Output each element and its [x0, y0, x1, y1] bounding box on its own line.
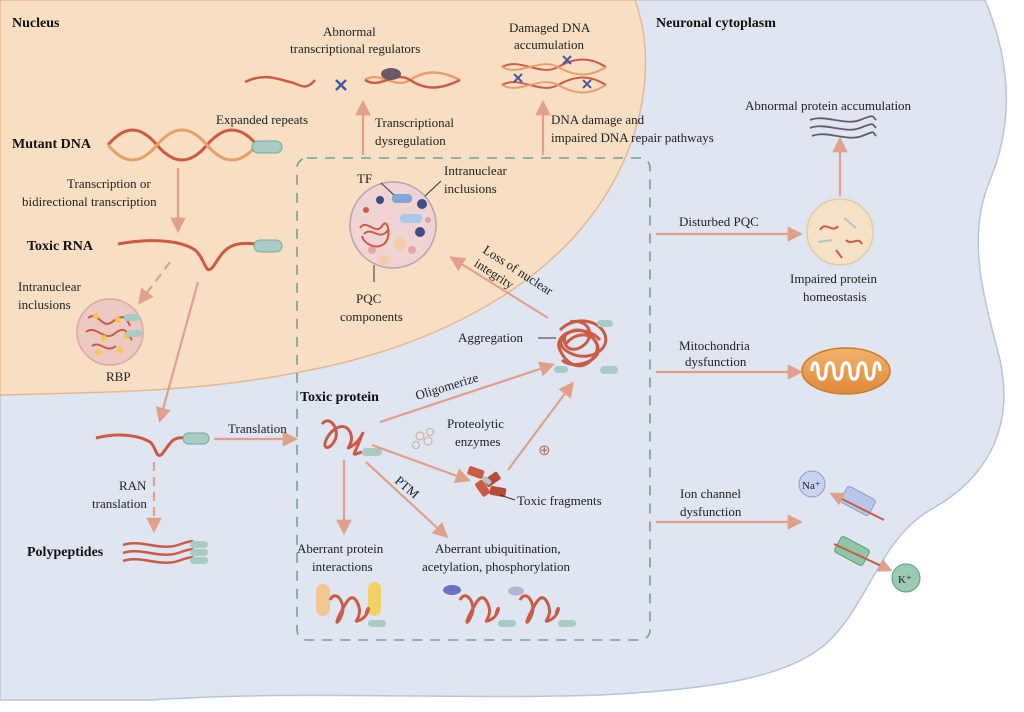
disturbed-pqc-label: Disturbed PQC: [679, 214, 759, 229]
abnormal-regulators-icon: [244, 68, 461, 91]
damaged-dna-icon: [501, 55, 607, 94]
foci-inclusions-label-1: Intranuclear: [18, 279, 81, 294]
fragments-pointer: [499, 494, 516, 501]
ran-label-1: RAN: [119, 478, 147, 493]
abnormal-accumulation-icon: [809, 115, 877, 139]
ran-arrow: [155, 281, 200, 423]
toxic-fragments-label: Toxic fragments: [517, 493, 602, 508]
toxic-fragments-icon: [467, 466, 507, 497]
rbp-label: RBP: [106, 369, 131, 384]
expanded-repeats-label: Expanded repeats: [216, 112, 308, 127]
toxic-protein-label: Toxic protein: [300, 390, 379, 405]
transcription-label-2: bidirectional transcription: [22, 194, 157, 209]
tf-pointer: [380, 182, 395, 196]
mutant-dna-label: Mutant DNA: [12, 137, 92, 152]
foci-inclusions-label-2: inclusions: [18, 297, 71, 312]
tf-label: TF: [357, 171, 372, 186]
damaged-dna-label-1: Damaged DNA: [509, 20, 591, 35]
na-label: Na⁺: [802, 480, 821, 492]
protein-aggregate-icon: [554, 319, 618, 374]
dna-damage-label-2: impaired DNA repair pathways: [551, 130, 714, 145]
cytoplasm-label: Neuronal cytoplasm: [656, 16, 776, 31]
proteolysis-arrow: [371, 443, 471, 484]
aberrant-ptm-icon: [443, 585, 576, 627]
potassium-ion-icon: [891, 563, 921, 593]
intranuclear-inclusion-icon: [349, 181, 437, 269]
nucleus-label: Nucleus: [12, 16, 60, 31]
ion-label-1: Ion channel: [680, 486, 741, 501]
rna-foci-icon: [76, 298, 144, 366]
toxic-rna-icon: [117, 239, 283, 272]
abnormal-regulators-label-1: Abnormal: [323, 24, 376, 39]
proteolytic-label-1: Proteolytic: [447, 416, 504, 431]
transcriptional-label-2: dysregulation: [375, 133, 446, 148]
ran-label-2: translation: [92, 496, 147, 511]
polypeptides-label: Polypeptides: [27, 545, 104, 560]
nucleus-region: [0, 0, 647, 396]
aggregation-label: Aggregation: [458, 330, 523, 345]
loss-integrity-arrow: [449, 256, 549, 319]
aberrant-ptm-label-2: acetylation, phosphorylation: [422, 559, 571, 574]
abnormal-accumulation-label: Abnormal protein accumulation: [745, 98, 912, 113]
ion-label-2: dysfunction: [680, 504, 742, 519]
polypeptides-icon: [122, 540, 208, 564]
toxic-protein-icon: [320, 419, 382, 456]
ion-channel-icon: [829, 486, 893, 572]
proteolytic-enzymes-icon: [412, 428, 434, 449]
mito-label-2: dysfunction: [685, 354, 747, 369]
impaired-homeostasis-label-1: Impaired protein: [790, 271, 877, 286]
dna-damage-label-1: DNA damage and: [551, 112, 645, 127]
impaired-homeostasis-label-2: homeostasis: [803, 289, 867, 304]
rbp-arrow: [138, 261, 171, 305]
aberrant-interactions-label-1: Aberrant protein: [297, 541, 384, 556]
pqc-label-2: components: [340, 309, 403, 324]
mito-label-1: Mitochondria: [679, 338, 750, 353]
k-label: K⁺: [898, 574, 912, 586]
pqc-label-1: PQC: [356, 291, 381, 306]
transcription-label-1: Transcription or: [67, 176, 151, 191]
oligomerize-arrow: [379, 361, 555, 424]
mutant-dna-icon: [106, 128, 283, 162]
fragment-aggregate-arrow: [507, 381, 574, 471]
mitochondrion-icon: [801, 347, 891, 395]
inclusions-pointer: [424, 180, 442, 197]
toxic-protein-box: [296, 157, 651, 641]
aberrant-ptm-label-1: Aberrant ubiquitination,: [435, 541, 561, 556]
proteolytic-label-2: enzymes: [455, 434, 500, 449]
rna-translation-icon: [95, 432, 210, 457]
ptm-arrow: [365, 461, 449, 539]
damaged-dna-label-2: accumulation: [514, 37, 585, 52]
translation-label: Translation: [228, 421, 287, 436]
aberrant-interactions-label-2: interactions: [312, 559, 373, 574]
sodium-ion-icon: [798, 470, 826, 498]
impaired-homeostasis-icon: [806, 198, 874, 266]
center-inclusions-label-1: Intranuclear: [444, 163, 507, 178]
toxic-rna-label: Toxic RNA: [27, 239, 94, 254]
transcriptional-label-1: Transcriptional: [375, 115, 454, 130]
center-inclusions-label-2: inclusions: [444, 181, 497, 196]
abnormal-regulators-label-2: transcriptional regulators: [290, 41, 420, 56]
plus-icon: ⊕: [538, 443, 551, 459]
aberrant-interactions-icon: [316, 582, 386, 627]
